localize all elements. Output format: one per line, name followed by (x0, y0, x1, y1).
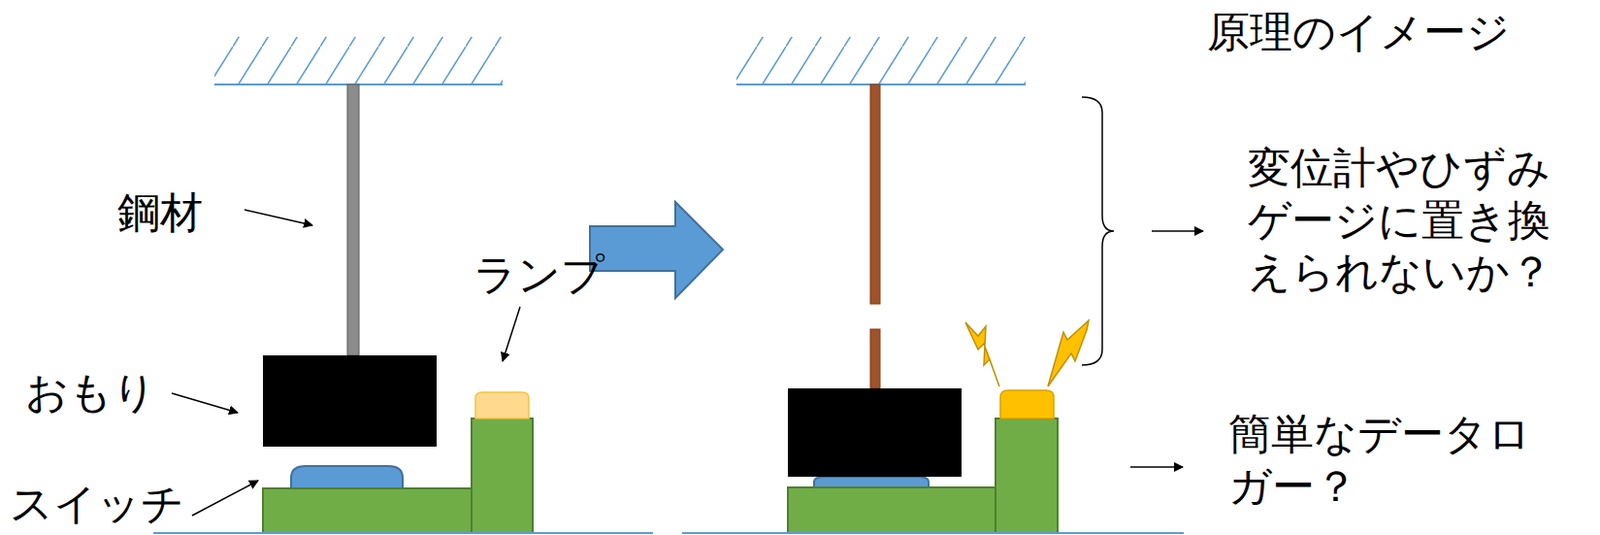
lamp-on (1000, 390, 1054, 419)
transition-arrow (589, 201, 723, 298)
note-text: 簡単なデータロガー？ (1228, 407, 1549, 512)
broken-rod (870, 328, 881, 389)
switch-base (262, 488, 472, 533)
ceiling-hatch (736, 36, 1026, 85)
leader-line (192, 480, 259, 516)
part-label: 鋼材 (117, 186, 203, 239)
leader-line (171, 392, 238, 413)
weight (262, 355, 437, 447)
switch-button (291, 465, 403, 489)
switch-button (814, 476, 929, 488)
ceiling-hatch (214, 36, 503, 85)
note-text: 変位計やひずみゲージに置き換えられないか？ (1247, 141, 1568, 298)
weight (787, 388, 962, 477)
part-label: スイッチ (9, 477, 185, 530)
lamp-post (995, 418, 1058, 533)
leader-line (502, 306, 521, 361)
lamp-post (471, 418, 533, 533)
diagram-title: 原理のイメージ (1207, 5, 1510, 59)
leader-line (244, 209, 313, 226)
lightning-bolt (1047, 320, 1089, 387)
lamp-off (475, 391, 529, 419)
ground-line (153, 531, 654, 534)
ceiling-line (736, 83, 1026, 86)
lightning-bolt (965, 322, 1000, 387)
steel-rod (347, 84, 360, 356)
part-label: おもり (25, 365, 157, 419)
broken-rod (870, 84, 881, 304)
switch-base (787, 487, 996, 533)
part-label: ランプ (473, 248, 605, 301)
pointer-arrow (1151, 229, 1204, 232)
brace (1081, 97, 1114, 365)
pointer-arrow (1130, 465, 1183, 468)
ground-line (682, 531, 1184, 534)
